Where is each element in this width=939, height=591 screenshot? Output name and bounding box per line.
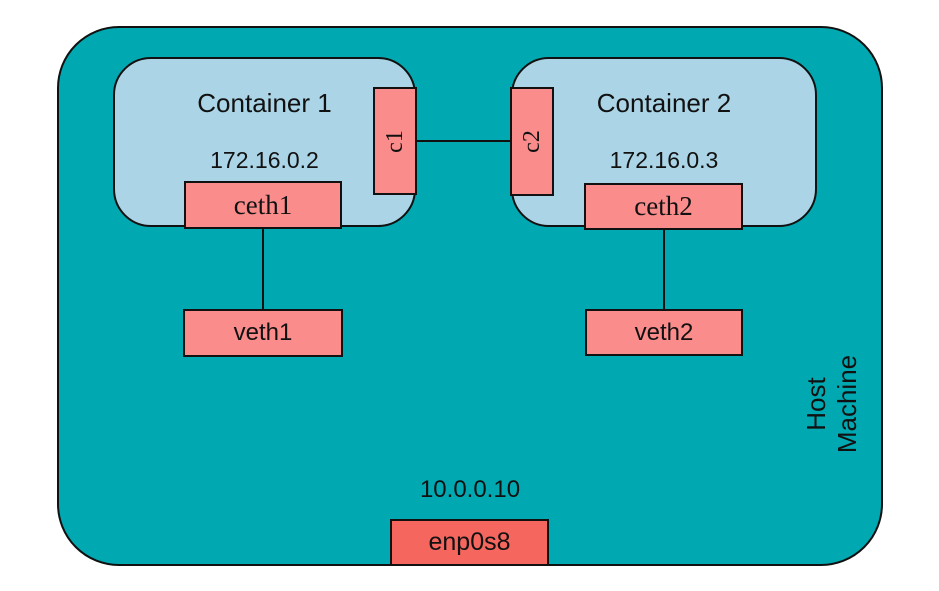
c1-label: c1 [381, 129, 408, 153]
host-machine-label: Host Machine [801, 354, 863, 454]
container-2-ip: 172.16.0.3 [609, 147, 719, 173]
container-2-title: Container 2 [596, 88, 732, 118]
ceth2-interface-box: ceth2 [584, 183, 743, 230]
veth2-interface-box: veth2 [585, 309, 743, 356]
link-c1-c2 [416, 140, 512, 142]
veth1-label: veth1 [233, 319, 293, 346]
host-ip-label: 10.0.0.10 [419, 476, 521, 503]
ceth2-label: ceth2 [634, 191, 693, 221]
enp0s8-interface-box: enp0s8 [390, 519, 549, 566]
enp0s8-label: enp0s8 [428, 528, 511, 556]
ceth1-label: ceth1 [233, 189, 293, 220]
link-ceth1-veth1 [262, 227, 264, 311]
ceth1-interface-box: ceth1 [184, 181, 342, 229]
c2-peer-box: c2 [510, 87, 554, 196]
container-1-title: Container 1 [197, 88, 332, 118]
container-1-ip: 172.16.0.2 [210, 147, 319, 173]
c1-peer-box: c1 [373, 87, 417, 195]
veth2-label: veth2 [634, 318, 694, 346]
link-ceth2-veth2 [663, 228, 665, 311]
c2-label: c2 [518, 130, 545, 153]
veth1-interface-box: veth1 [183, 309, 343, 357]
